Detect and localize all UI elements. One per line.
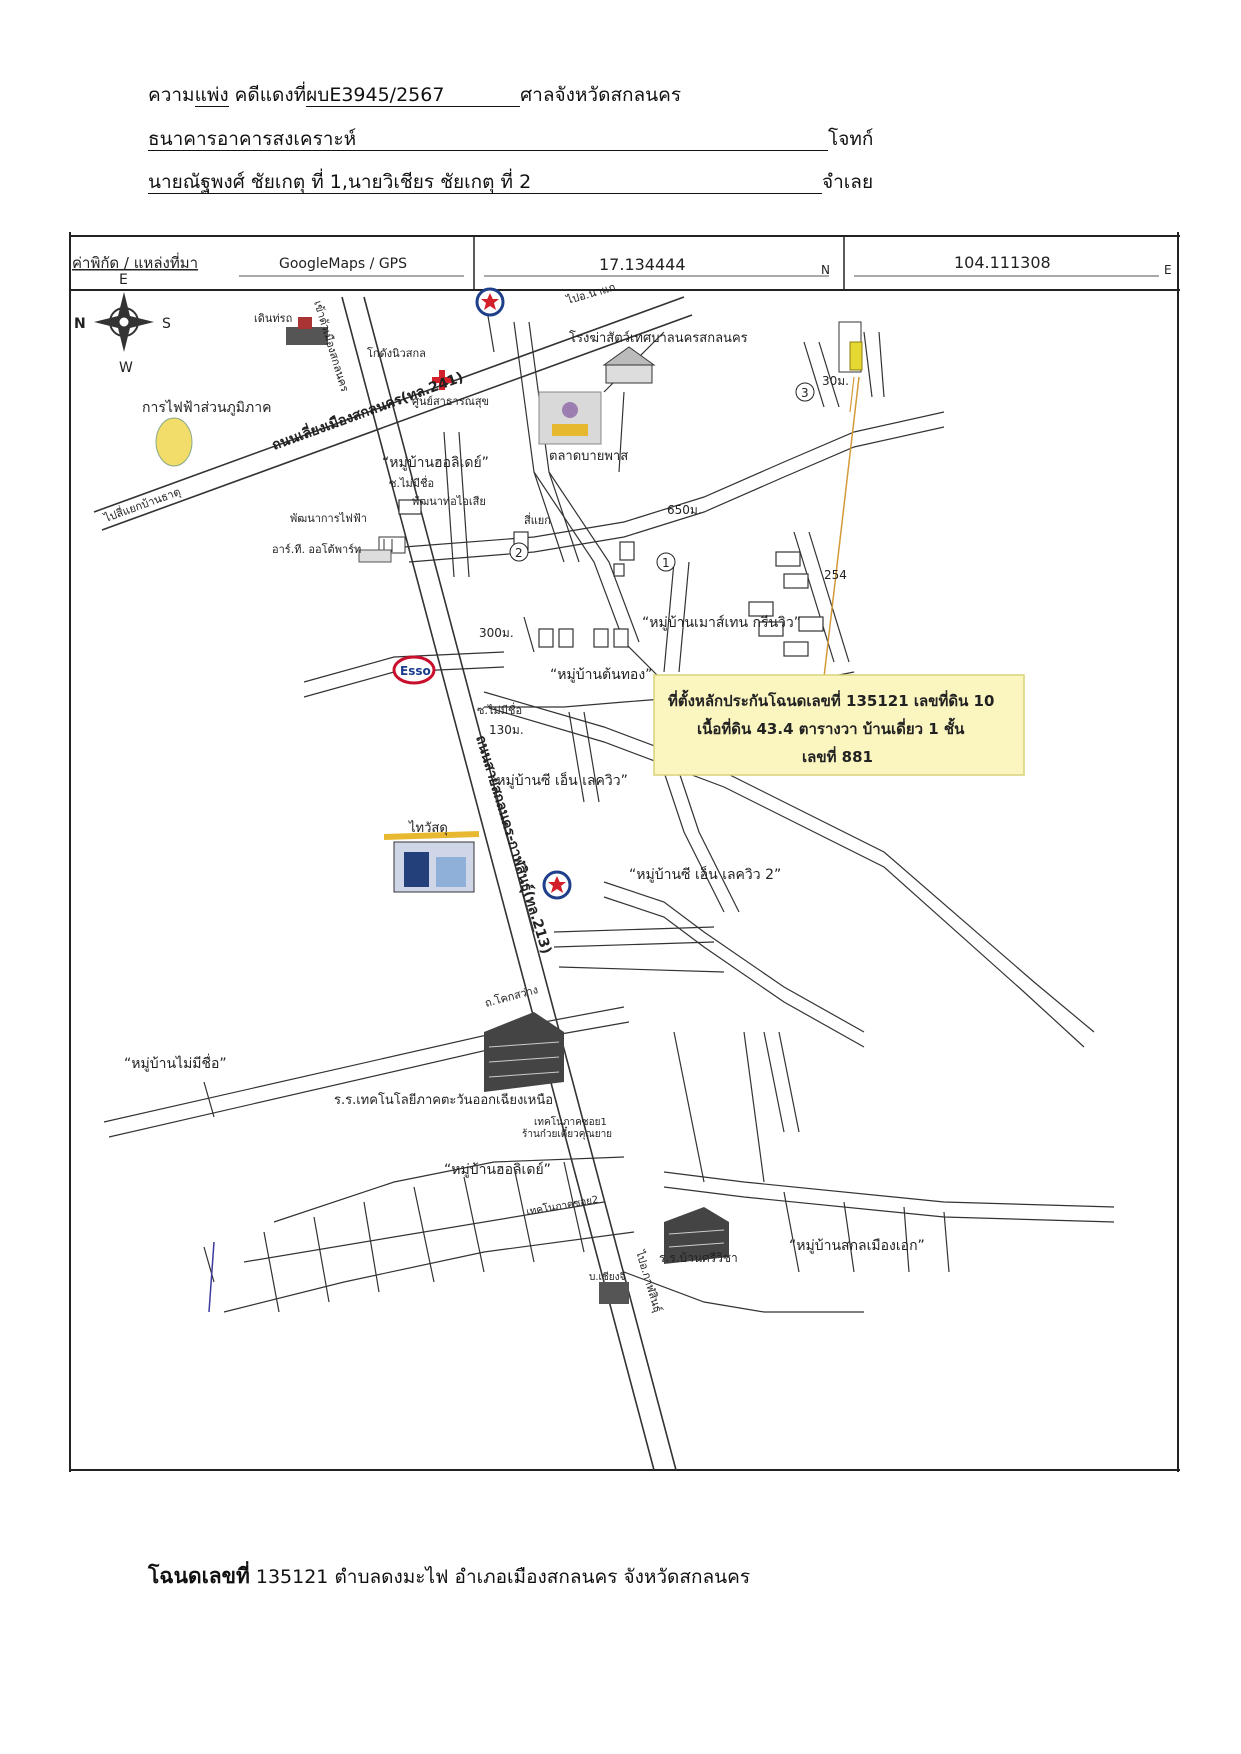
no-name-village-label: “หมู่บ้านไม่มีชื่อ”: [124, 1054, 227, 1072]
case-prefix: ความ: [148, 84, 195, 106]
power-dev-label: พัฒนาการไฟฟ้า: [290, 512, 367, 525]
latitude-value: 17.134444: [599, 255, 686, 274]
no-name-alley-2-label: ซ.ไม่มีชื่อ: [477, 702, 522, 717]
lot-254-label: 254: [824, 568, 847, 582]
compass-rose: N S E W: [74, 272, 171, 376]
chiang-ji-label: บ.เชียงจี: [589, 1271, 625, 1283]
sriwicha-school-icon: [664, 1207, 729, 1264]
compass-south: S: [162, 316, 171, 332]
ton-thong-label: “หมู่บ้านต้นทอง”: [550, 667, 652, 683]
bypass-market-label: ตลาดบายพาส: [549, 449, 628, 464]
mountain-green-label: “หมู่บ้านเมาส์เทน กรีนวิว”: [642, 614, 801, 631]
court-name: ศาลจังหวัดสกลนคร: [520, 84, 682, 106]
esso-logo-icon: Esso: [392, 655, 436, 685]
sakon-mueang-ek-label: “หมู่บ้านสกลเมืองเอก”: [789, 1238, 925, 1254]
compass-east: E: [119, 272, 128, 288]
bus-stop-icon: [286, 317, 328, 345]
marker-3-label: 3: [801, 386, 809, 400]
health-cross-icon: [432, 370, 452, 390]
marker-2: 2: [509, 542, 529, 562]
noodle-shop-label: ร้านก๋วยเตี๋ยวคุณยาย: [522, 1126, 612, 1140]
coordinate-source-label: ค่าพิกัด / แหล่งที่มา: [72, 252, 198, 272]
market-icon: [538, 391, 602, 445]
marker-1: 1: [656, 552, 676, 572]
collateral-box: ที่ตั้งหลักประกันโฉนดเลขที่ 135121 เลขที…: [653, 674, 1025, 776]
godown-label: โกดังนิวสกล: [367, 346, 426, 360]
collateral-line-3: เลขที่ 881: [802, 746, 873, 766]
latitude-suffix: N: [821, 263, 830, 277]
collateral-line-2: เนื้อที่ดิน 43.4 ตารางวา บ้านเดี่ยว 1 ชั…: [697, 717, 965, 738]
temple-icon: [599, 1282, 629, 1304]
distance-30-label: 30ม.: [822, 374, 849, 388]
star-station-icon: [475, 287, 505, 317]
cn-lake-view-2-label: “หมู่บ้านซี เอ็น เลควิว 2”: [629, 865, 781, 883]
longitude-value: 104.111308: [954, 253, 1051, 272]
case-number: ผบE3945/2567: [306, 85, 521, 107]
tech-college-icon: [484, 1012, 564, 1092]
cn-lake-view-label: “หมู่บ้านซี เอ็น เลควิว”: [489, 771, 628, 789]
distance-300-label: 300ม.: [479, 626, 514, 640]
intersection-label: สี่แยก: [524, 512, 551, 527]
target-lot: [823, 321, 863, 678]
collateral-line-1: ที่ตั้งหลักประกันโฉนดเลขที่ 135121 เลขที…: [668, 689, 994, 710]
deed-label: โฉนดเลขที่: [148, 1563, 250, 1588]
distance-130-label: 130ม.: [489, 723, 524, 737]
plaintiff-name: ธนาคารอาคารสงเคราะห์: [148, 129, 828, 151]
thai-watsadu-label: ไทวัสดุ: [408, 820, 448, 836]
esso-label: Esso: [400, 664, 431, 678]
deed-text: 135121 ตำบลดงมะไฟ อำเภอเมืองสกลนคร จังหว…: [249, 1566, 751, 1588]
defendant-role: จำเลย: [822, 171, 874, 193]
case-red-label: คดีแดงที่: [228, 84, 307, 106]
distance-650-label: 650ม.: [667, 503, 702, 517]
plaintiff-role: โจทก์: [828, 128, 874, 150]
no-name-alley-1-label: ซ.ไม่มีชื่อ: [389, 475, 434, 490]
electricity-label: การไฟฟ้าส่วนภูมิภาค: [142, 399, 271, 416]
deed-footer: โฉนดเลขที่ 135121 ตำบลดงมะไฟ อำเภอเมืองส…: [148, 1560, 750, 1593]
marker-3: 3: [795, 382, 815, 402]
bus-stop-label: เดินท่รถ: [254, 312, 292, 325]
slaughterhouse-label: โรงฆ่าสัตว์เทศบาลนครสกลนคร: [569, 330, 748, 346]
compass-north: N: [74, 316, 86, 332]
road-network: [93, 291, 1115, 1471]
thai-watsadu-icon: [383, 831, 480, 893]
location-map: ค่าพิกัด / แหล่งที่มา GoogleMaps / GPS 1…: [64, 232, 1180, 1472]
longitude-suffix: E: [1164, 263, 1172, 277]
slaughterhouse-icon: [602, 346, 656, 384]
plaintiff-line: ธนาคารอาคารสงเคราะห์โจทก์: [148, 124, 873, 154]
sriwicha-school-label: ร.ร.บ้านศรีวิชา: [659, 1251, 738, 1265]
coordinate-source-value: GoogleMaps / GPS: [279, 256, 407, 272]
compass-west: W: [119, 360, 133, 376]
coordinate-bar: ค่าพิกัด / แหล่งที่มา GoogleMaps / GPS 1…: [70, 236, 1180, 291]
tech-alley-1-label: เทคโนภาคซอย1: [534, 1115, 607, 1128]
house-icons: [398, 499, 824, 657]
star-station-icon: [542, 870, 572, 900]
holiday-village-2-label: “หมู่บ้านฮอลิเดย์”: [444, 1161, 551, 1178]
case-type: แพ่ง: [194, 84, 229, 107]
auto-part-icon: [358, 549, 392, 563]
marker-1-label: 1: [662, 556, 670, 570]
electricity-icon: [155, 417, 193, 467]
holiday-village-1-label: “หมู่บ้านฮอลิเดย์”: [382, 454, 489, 471]
tech-college-label: ร.ร.เทคโนโลยีภาคตะวันออกเฉียงเหนือ: [334, 1092, 553, 1108]
factory-icon: [378, 536, 406, 554]
marker-2-label: 2: [515, 546, 523, 560]
rt-auto-label: อาร์.ที. ออโต้พาร์ท: [272, 542, 361, 556]
defendant-line: นายณัฐพงศ์ ชัยเกตุ ที่ 1,นายวิเชียร ชัยเ…: [148, 167, 873, 197]
health-center-label: ศูนย์สาธารณสุข: [412, 395, 489, 408]
water-dev-label: พัฒนาท่อไอเสีย: [412, 495, 486, 508]
defendant-name: นายณัฐพงศ์ ชัยเกตุ ที่ 1,นายวิเชียร ชัยเ…: [148, 172, 822, 194]
